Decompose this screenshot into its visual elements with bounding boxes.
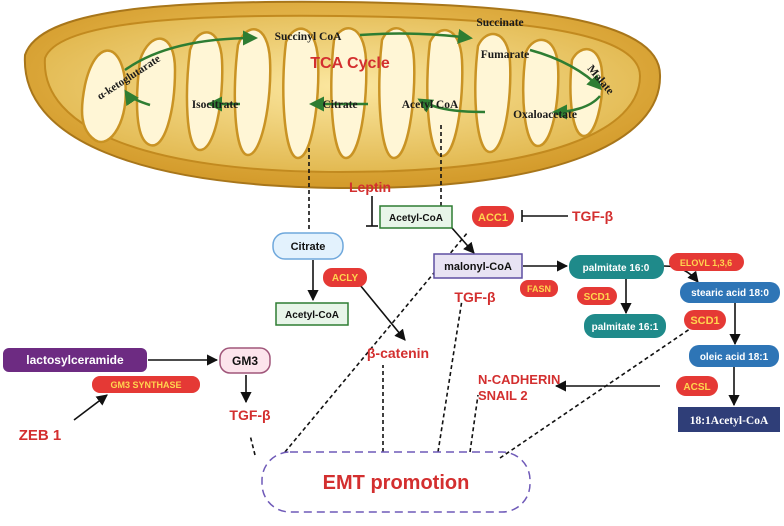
palmitate-161-node: palmitate 16:1 bbox=[584, 314, 666, 338]
cristae bbox=[80, 27, 604, 160]
scd1-b-label: SCD1 bbox=[690, 315, 719, 327]
malonyl-coa-node: malonyl-CoA bbox=[433, 253, 523, 279]
snail2-label: SNAIL 2 bbox=[478, 388, 528, 403]
tgfb-fasn-label: TGF-β bbox=[454, 289, 496, 305]
enzyme-acsl: ACSL bbox=[676, 376, 718, 396]
fasn-label: FASN bbox=[527, 284, 551, 294]
acc1-label: ACC1 bbox=[478, 212, 508, 224]
tgfb-gm3-label: TGF-β bbox=[229, 407, 271, 423]
enzyme-fasn: FASN bbox=[520, 280, 558, 297]
leptin-label: Leptin bbox=[349, 179, 391, 195]
succinate-label: Succinate bbox=[476, 17, 523, 29]
stearic-acid-node: stearic acid 18:0 bbox=[680, 282, 780, 303]
mitochondrion: TCA Cycle Succinyl CoA Succinate Fumarat… bbox=[23, 0, 662, 190]
enzyme-gm3-synthase: GM3 SYNTHASE bbox=[92, 376, 200, 393]
acetyl-coa-181-node: 18:1Acetyl-CoA bbox=[678, 407, 780, 432]
beta-catenin-label: β-catenin bbox=[367, 345, 429, 361]
enzyme-elovl: ELOVL 1,3,6 bbox=[669, 253, 744, 271]
emt-promotion-label: EMT promotion bbox=[323, 472, 470, 494]
oleic-acid-node: oleic acid 18:1 bbox=[689, 345, 779, 367]
acetyl-coa-bottom-node: Acetyl-CoA bbox=[275, 302, 349, 326]
tgfb-inhibit-label: TGF-β bbox=[572, 208, 614, 224]
tca-cycle-arrows bbox=[124, 28, 603, 120]
acetyl-coa-top-node: Acetyl-CoA bbox=[379, 205, 453, 229]
malonyl-coa-label: malonyl-CoA bbox=[444, 261, 512, 273]
gm3-node: GM3 bbox=[219, 347, 271, 374]
elovl-label: ELOVL 1,3,6 bbox=[680, 258, 732, 268]
acetyl-coa-tca-label: Acetyl CoA bbox=[402, 99, 459, 111]
palmitate-160-label: palmitate 16:0 bbox=[583, 263, 650, 274]
enzyme-acc1: ACC1 bbox=[472, 206, 514, 227]
citrate-tca-label: Citrate bbox=[322, 99, 357, 111]
tca-title: TCA Cycle bbox=[310, 55, 390, 72]
palmitate-160-node: palmitate 16:0 bbox=[569, 255, 664, 279]
oxaloacetate-label: Oxaloacetate bbox=[513, 109, 577, 121]
emt-promotion-node: EMT promotion bbox=[261, 451, 531, 513]
acetyl-coa-181-label: 18:1Acetyl-CoA bbox=[690, 415, 769, 427]
scd1-a-label: SCD1 bbox=[584, 292, 611, 303]
stearic-acid-label: stearic acid 18:0 bbox=[691, 288, 769, 299]
zeb1-label: ZEB 1 bbox=[19, 427, 62, 444]
oleic-acid-label: oleic acid 18:1 bbox=[700, 352, 769, 363]
citrate-node-label: Citrate bbox=[291, 241, 326, 253]
acly-label: ACLY bbox=[332, 273, 359, 284]
enzyme-scd1-b: SCD1 bbox=[684, 310, 726, 330]
lactosylceramide-node: lactosylceramide bbox=[3, 348, 147, 372]
n-cadherin-label: N-CADHERIN bbox=[478, 372, 560, 387]
gm3-synthase-label: GM3 SYNTHASE bbox=[110, 380, 181, 390]
enzyme-acly: ACLY bbox=[323, 268, 367, 287]
acetyl-coa-bottom-label: Acetyl-CoA bbox=[285, 310, 339, 321]
palmitate-161-label: palmitate 16:1 bbox=[592, 322, 659, 333]
isocitrate-label: Isocitrate bbox=[192, 99, 239, 111]
citrate-node: Citrate bbox=[272, 232, 344, 260]
fumarate-label: Fumarate bbox=[481, 49, 530, 61]
acetyl-coa-top-label: Acetyl-CoA bbox=[389, 213, 443, 224]
acsl-label: ACSL bbox=[683, 382, 710, 393]
lactosylceramide-label: lactosylceramide bbox=[26, 353, 124, 367]
succinyl-coa-label: Succinyl CoA bbox=[275, 31, 342, 43]
enzyme-scd1-a: SCD1 bbox=[577, 287, 617, 305]
gm3-label: GM3 bbox=[232, 354, 258, 368]
